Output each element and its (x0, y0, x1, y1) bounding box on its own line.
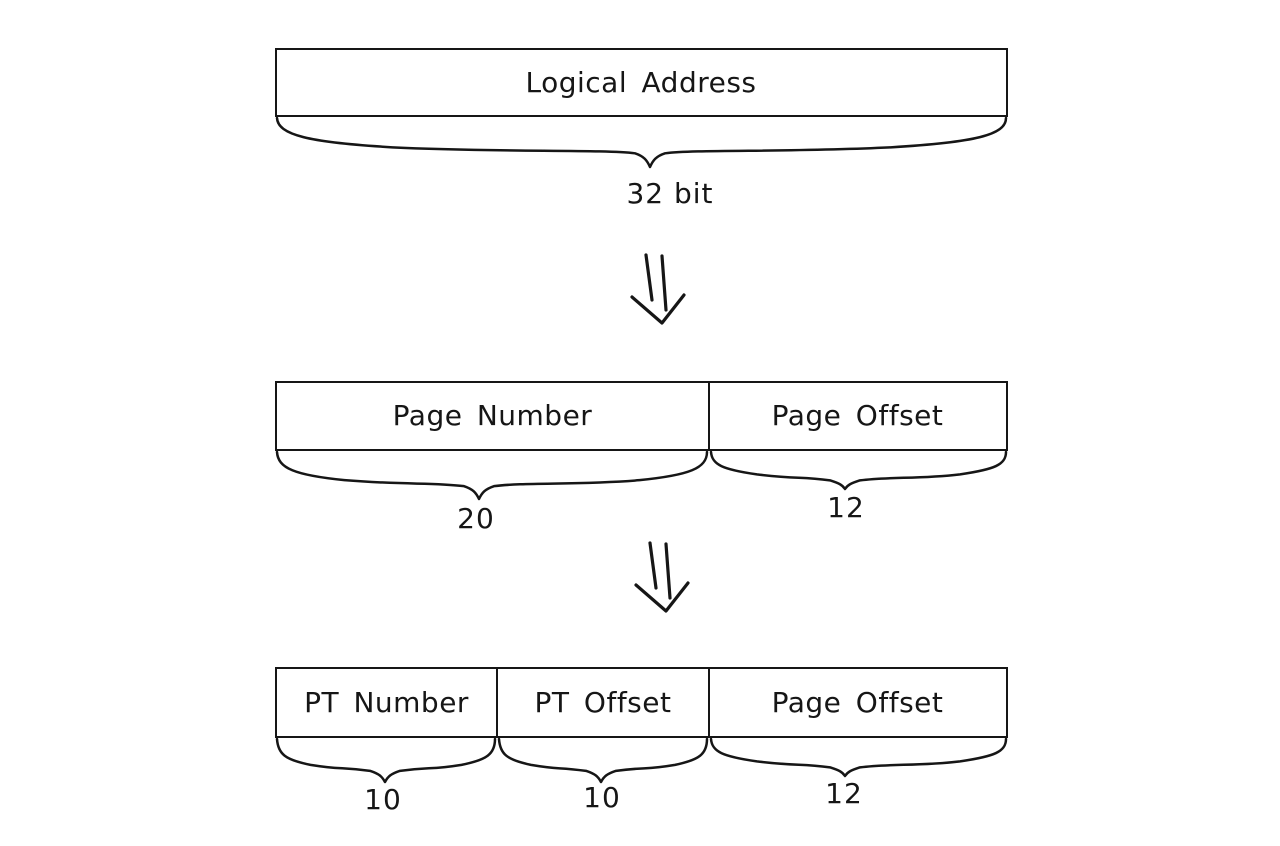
bit-width-label-12: 12 (827, 491, 865, 524)
pt-offset-cell: PT Offset (496, 669, 708, 736)
bit-width-label-10-b: 10 (583, 781, 621, 814)
bit-width-label-10-a: 10 (364, 783, 402, 816)
down-arrow-icon (630, 253, 686, 325)
pt-number-cell: PT Number (277, 669, 496, 736)
page-number-offset-box: Page Number Page Offset (275, 381, 1008, 451)
brace-10-a (275, 737, 497, 784)
two-level-page-table-box: PT Number PT Offset Page Offset (275, 667, 1008, 738)
brace-20 (275, 450, 709, 501)
bit-width-label-20: 20 (457, 502, 495, 535)
bit-width-label-32: 32 bit (626, 177, 714, 210)
page-number-label: Page Number (392, 399, 593, 432)
pt-offset-label: PT Offset (534, 685, 672, 719)
page-offset-label: Page Offset (771, 399, 944, 432)
logical-address-label: Logical Address (525, 65, 757, 99)
page-offset-cell-2: Page Offset (708, 669, 1005, 736)
logical-address-box: Logical Address (275, 48, 1008, 117)
page-offset-label-2: Page Offset (771, 685, 944, 719)
logical-address-cell: Logical Address (277, 50, 1005, 115)
page-offset-cell: Page Offset (708, 383, 1005, 449)
brace-12-b (709, 737, 1008, 778)
down-arrow-icon (634, 541, 690, 613)
page-number-cell: Page Number (277, 383, 708, 449)
bit-width-label-12-b: 12 (825, 777, 863, 810)
brace-32bit (275, 116, 1008, 169)
brace-10-b (497, 737, 709, 784)
brace-12 (709, 450, 1008, 491)
pt-number-label: PT Number (304, 685, 469, 719)
